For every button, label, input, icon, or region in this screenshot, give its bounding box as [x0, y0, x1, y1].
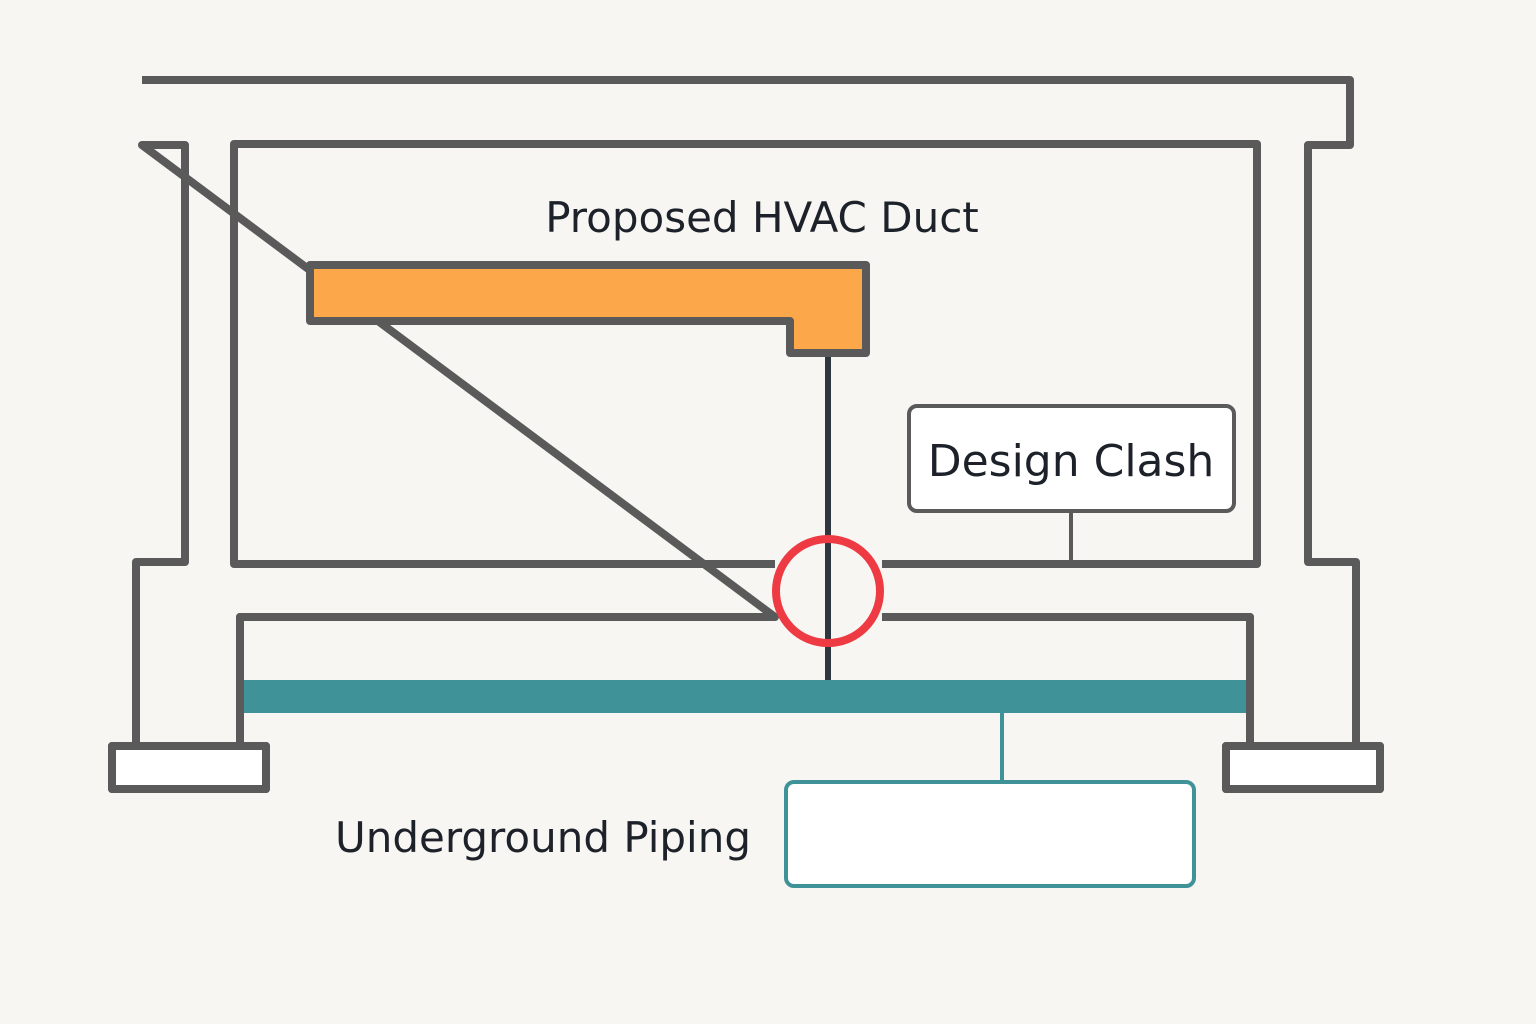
interior-room-outline	[230, 140, 1261, 568]
underground-pipe	[244, 680, 1246, 713]
crawlspace-outline	[236, 613, 1254, 746]
left-footing	[108, 742, 270, 793]
underground-piping-label: Underground Piping	[335, 813, 751, 862]
design-clash-callout	[907, 404, 1236, 513]
piping-callout-box	[784, 780, 1196, 888]
right-footing	[1222, 742, 1384, 793]
design-clash-label: Design Clash	[928, 436, 1215, 487]
clash-marker-icon	[772, 535, 884, 647]
hvac-duct-label: Proposed HVAC Duct	[545, 193, 979, 242]
hvac-duct	[306, 261, 870, 357]
